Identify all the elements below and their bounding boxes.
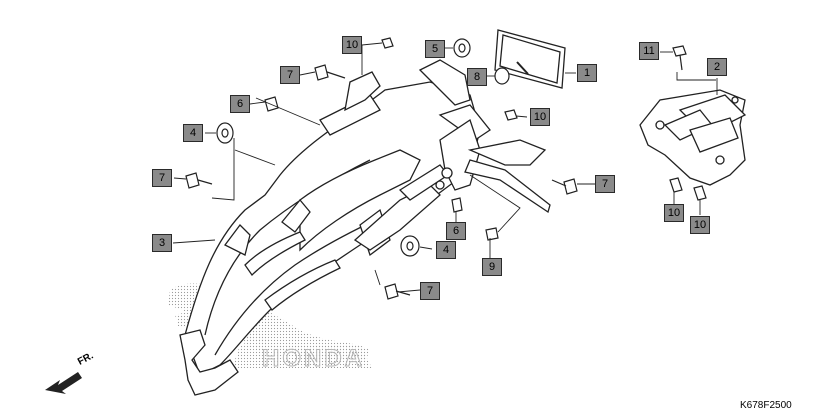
callout-part-10[interactable]: 10: [664, 204, 684, 222]
callout-part-7[interactable]: 7: [420, 282, 440, 300]
callout-part-3[interactable]: 3: [152, 234, 172, 252]
hardware-bolts-7: [185, 64, 578, 300]
callout-part-6[interactable]: 6: [446, 222, 466, 240]
callout-part-8[interactable]: 8: [467, 68, 487, 86]
callout-part-6[interactable]: 6: [230, 95, 250, 113]
callout-part-10[interactable]: 10: [690, 216, 710, 234]
callout-part-7[interactable]: 7: [595, 175, 615, 193]
callout-part-7[interactable]: 7: [280, 66, 300, 84]
bracket-part-2: [639, 89, 747, 186]
hardware-grommets-4-5: [216, 38, 471, 257]
callout-part-10[interactable]: 10: [342, 36, 362, 54]
reflector-part-1: [494, 29, 566, 89]
callout-part-11[interactable]: 11: [639, 42, 659, 60]
front-arrow-icon: [45, 372, 82, 394]
honda-watermark-text: HONDA: [262, 345, 365, 372]
callout-part-5[interactable]: 5: [425, 40, 445, 58]
callout-part-10[interactable]: 10: [530, 108, 550, 126]
rear-fender-part-3: [179, 59, 491, 396]
hardware-fasteners-6-8-9-10-11: [264, 37, 707, 241]
diagram-code: K678F2500: [740, 400, 792, 411]
callout-part-4[interactable]: 4: [436, 241, 456, 259]
callout-part-7[interactable]: 7: [152, 169, 172, 187]
callout-part-9[interactable]: 9: [482, 258, 502, 276]
callout-part-1[interactable]: 1: [577, 64, 597, 82]
callout-part-2[interactable]: 2: [707, 58, 727, 76]
license-bracket-arm: [435, 139, 551, 214]
leader-lines: [172, 42, 718, 293]
callout-part-4[interactable]: 4: [183, 124, 203, 142]
